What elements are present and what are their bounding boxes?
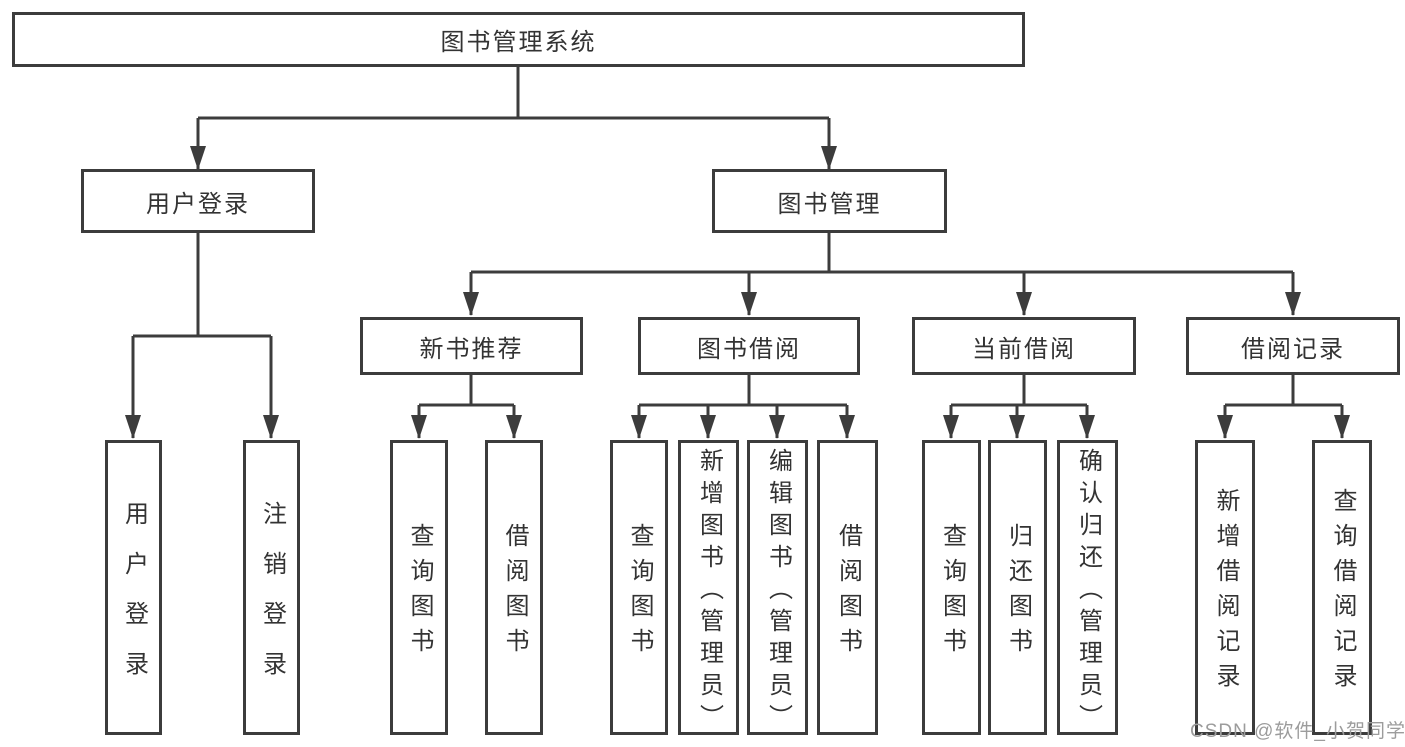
node-label: 用户登录 [146, 190, 250, 218]
leaf-user-login: 用户登录 [105, 440, 162, 735]
leaf-logout: 注销登录 [243, 440, 300, 735]
watermark: CSDN @软件_小贺同学 [1190, 721, 1405, 742]
leaf-label: 编辑图书（管理员） [764, 447, 792, 736]
node-book-management: 图书管理 [712, 169, 947, 233]
leaf-label: 查询图书 [626, 523, 653, 663]
leaf-label: 查询借阅记录 [1329, 488, 1356, 698]
node-label: 借阅记录 [1241, 335, 1345, 363]
node-label: 图书管理系统 [440, 29, 597, 56]
leaf-return-books: 归还图书 [988, 440, 1047, 735]
leaf-borrow-books: 借阅图书 [817, 440, 878, 735]
node-library-management-system: 图书管理系统 [12, 12, 1025, 67]
leaf-add-book-admin: 新增图书（管理员） [678, 440, 739, 736]
node-borrow-records: 借阅记录 [1186, 317, 1400, 375]
leaf-label: 借阅图书 [834, 523, 862, 663]
node-label: 新书推荐 [419, 335, 524, 363]
connector-trunks [133, 67, 1342, 407]
leaf-label: 确认归还（管理员） [1074, 447, 1102, 736]
leaf-add-borrow-record: 新增借阅记录 [1195, 440, 1255, 735]
node-label: 图书借阅 [697, 335, 801, 363]
node-label: 图书管理 [777, 190, 882, 218]
leaf-confirm-return-admin: 确认归还（管理员） [1057, 440, 1118, 736]
leaf-label: 查询图书 [938, 523, 966, 663]
leaf-label: 查询图书 [406, 523, 433, 663]
node-book-borrow: 图书借阅 [638, 317, 860, 375]
node-label: 当前借阅 [972, 335, 1076, 363]
leaf-query-books-recommend: 查询图书 [390, 440, 448, 735]
leaf-query-books-borrow: 查询图书 [610, 440, 668, 735]
node-new-book-recommend: 新书推荐 [360, 317, 583, 375]
node-user-login: 用户登录 [81, 169, 315, 233]
leaf-query-books-current: 查询图书 [922, 440, 981, 735]
leaf-edit-book-admin: 编辑图书（管理员） [747, 440, 808, 736]
leaf-label: 新增图书（管理员） [695, 447, 723, 736]
leaf-label: 新增借阅记录 [1212, 488, 1239, 698]
node-current-borrow: 当前借阅 [912, 317, 1136, 375]
leaf-query-borrow-record: 查询借阅记录 [1312, 440, 1372, 735]
leaf-label: 注销登录 [258, 500, 286, 701]
leaf-borrow-books-recommend: 借阅图书 [485, 440, 543, 735]
leaf-label: 借阅图书 [501, 523, 528, 663]
leaf-label: 归还图书 [1004, 523, 1032, 663]
leaf-label: 用户登录 [120, 500, 148, 701]
